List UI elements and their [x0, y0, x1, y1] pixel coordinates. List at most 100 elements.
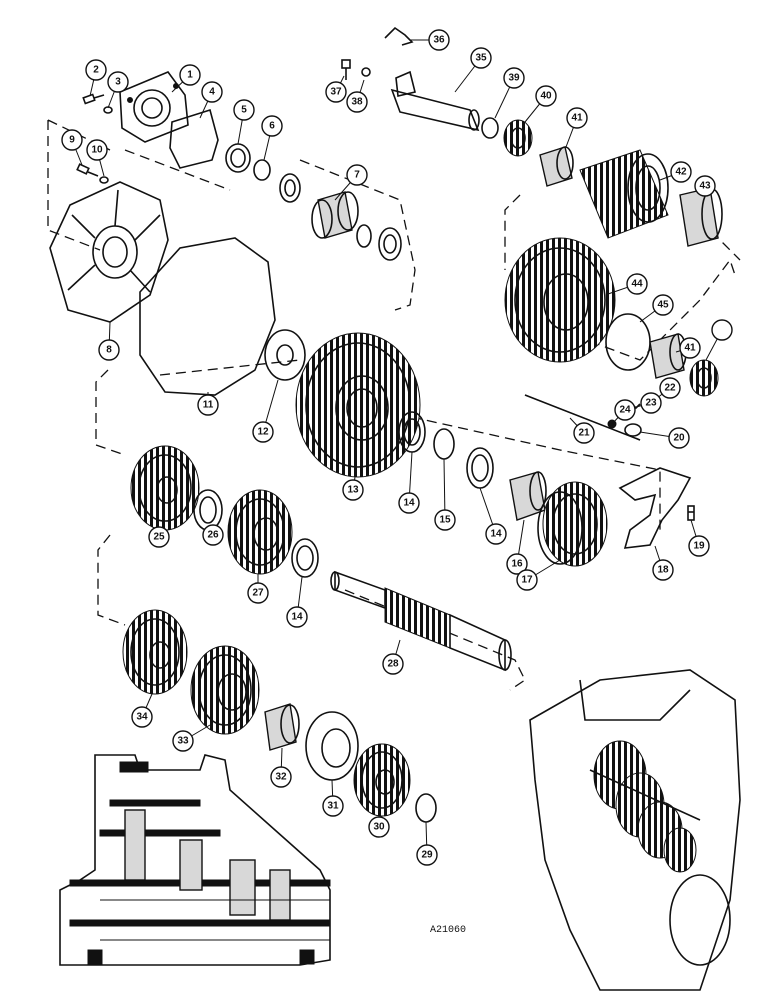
callout-18: 18	[652, 545, 674, 581]
cluster-gear	[579, 149, 669, 239]
callout-number: 33	[177, 736, 189, 747]
callout-bubble	[614, 399, 636, 421]
callout-14: 14	[398, 451, 420, 514]
callout-22: 22	[651, 377, 681, 403]
countershaft-gear	[504, 237, 616, 363]
bearing-race	[264, 703, 300, 751]
callout-number: 38	[351, 97, 363, 108]
callout-bubble	[61, 129, 83, 151]
callout-24: 24	[611, 399, 636, 425]
o-ring	[481, 117, 499, 139]
callout-number: 30	[373, 822, 385, 833]
callout-bubble	[368, 816, 390, 838]
transmission-cover	[49, 181, 169, 323]
callout-bubble	[659, 377, 681, 399]
callout-bubble	[201, 81, 223, 103]
cluster-gear-small	[130, 445, 200, 531]
callout-number: 41	[684, 343, 696, 354]
snap-ring	[253, 159, 271, 181]
oil-seal	[225, 143, 251, 173]
lock-clip	[384, 26, 414, 46]
callout-38: 38	[346, 79, 368, 113]
bearing-cup	[539, 146, 574, 187]
callout-number: 27	[252, 588, 264, 599]
callout-bubble	[434, 509, 456, 531]
gasket	[169, 108, 219, 169]
callout-number: 4	[209, 87, 215, 98]
callout-3: 3	[107, 71, 129, 109]
callout-bubble	[506, 553, 528, 575]
shaft-bolt	[341, 59, 351, 80]
callout-number: 36	[433, 35, 445, 46]
callout-32: 32	[270, 747, 292, 788]
large-snap-ring	[605, 313, 651, 371]
callout-number: 1	[187, 70, 193, 81]
callout-bubble	[322, 795, 344, 817]
callout-number: 32	[275, 772, 287, 783]
callout-12: 12	[252, 379, 279, 443]
callout-number: 14	[490, 529, 502, 540]
callout-1: 1	[171, 64, 201, 93]
callout-bubble	[346, 91, 368, 113]
detent-plug	[624, 423, 642, 437]
callout-36: 36	[410, 29, 450, 51]
callout-number: 40	[540, 91, 552, 102]
callout-bubble	[694, 175, 716, 197]
set-screw	[687, 505, 695, 521]
callout-9: 9	[61, 129, 83, 166]
countershaft	[390, 70, 480, 132]
callout-17: 17	[516, 559, 561, 591]
callout-number: 44	[631, 279, 643, 290]
callout-2: 2	[85, 59, 107, 97]
thrust-washer	[264, 329, 306, 381]
callout-bubble	[688, 535, 710, 557]
callout-number: 41	[571, 113, 583, 124]
callout-number: 13	[347, 485, 359, 496]
needle-bearing-d	[291, 538, 319, 578]
callout-number: 45	[657, 300, 669, 311]
callout-16: 16	[506, 519, 528, 575]
callout-number: 28	[387, 659, 399, 670]
callout-bubble	[172, 730, 194, 752]
cutaway-section-view	[59, 754, 331, 966]
callout-19: 19	[688, 519, 710, 557]
group-outline-middle	[95, 359, 661, 530]
callout-number: 20	[673, 433, 685, 444]
callout-8: 8	[98, 321, 120, 361]
callout-bubble	[470, 47, 492, 69]
callout-bubble	[416, 844, 438, 866]
shift-rail	[524, 394, 641, 441]
callout-number: 9	[69, 135, 75, 146]
callout-13: 13	[342, 476, 364, 501]
callout-14: 14	[479, 487, 507, 545]
callout-5: 5	[233, 99, 255, 145]
callout-number: 19	[693, 541, 705, 552]
callout-bubble	[85, 59, 107, 81]
callout-41: 41	[675, 337, 701, 359]
callout-number: 29	[421, 850, 433, 861]
callout-bubble	[382, 653, 404, 675]
callout-27: 27	[247, 574, 269, 604]
callout-number: 7	[354, 170, 360, 181]
callout-undefined	[705, 319, 733, 361]
output-gear	[353, 743, 411, 817]
retaining-ring	[415, 793, 437, 823]
bearing-cup-b	[649, 333, 687, 379]
callout-bubble	[670, 161, 692, 183]
callout-number: 34	[136, 712, 148, 723]
bolt	[82, 93, 105, 105]
callout-15: 15	[434, 458, 456, 531]
group-outline-lower	[97, 534, 526, 691]
callout-bubble	[652, 294, 674, 316]
callout-35: 35	[454, 47, 492, 93]
callout-bubble	[679, 337, 701, 359]
callout-number: 21	[578, 428, 590, 439]
callout-7: 7	[334, 164, 368, 201]
shift-coupler	[537, 481, 608, 567]
callout-bubble	[179, 64, 201, 86]
callout-41: 41	[565, 107, 588, 148]
callout-bubble	[535, 85, 557, 107]
group-outline-cover	[47, 119, 416, 311]
callout-number: 17	[521, 575, 533, 586]
